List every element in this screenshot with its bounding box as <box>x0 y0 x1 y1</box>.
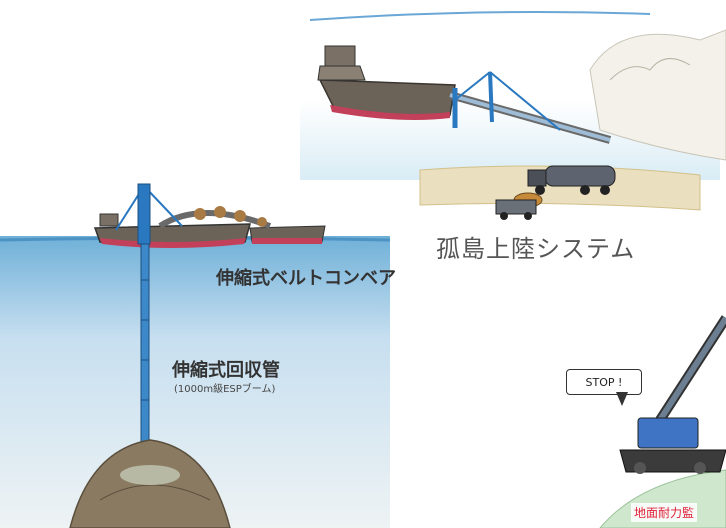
island-landing-scene <box>300 11 726 220</box>
small-truck-icon <box>495 192 543 220</box>
belt-conveyor <box>158 206 272 229</box>
telescopic-belt-conveyor-label: 伸縮式ベルトコンベア <box>216 268 396 289</box>
sea-recovery-scene <box>0 183 391 528</box>
telescopic-recovery-pipe-label: 伸縮式回収管 <box>172 360 280 381</box>
seabed-mound <box>69 439 231 528</box>
recovery-pipe-note: (1000m級ESPブーム) <box>174 384 276 395</box>
crane-scene <box>599 315 726 528</box>
stop-speech-bubble: STOP ! <box>566 369 642 395</box>
landing-conveyor <box>448 71 612 144</box>
recovery-ship-icon <box>93 213 326 248</box>
speech-bubble-tail <box>616 392 628 406</box>
barge-ship-icon <box>317 45 456 120</box>
crane-icon <box>619 315 726 474</box>
truck-icon <box>527 165 616 195</box>
island-landing-system-label: 孤島上陸システム <box>436 235 636 263</box>
ground-bearing-label: 地面耐力監 <box>631 503 698 522</box>
